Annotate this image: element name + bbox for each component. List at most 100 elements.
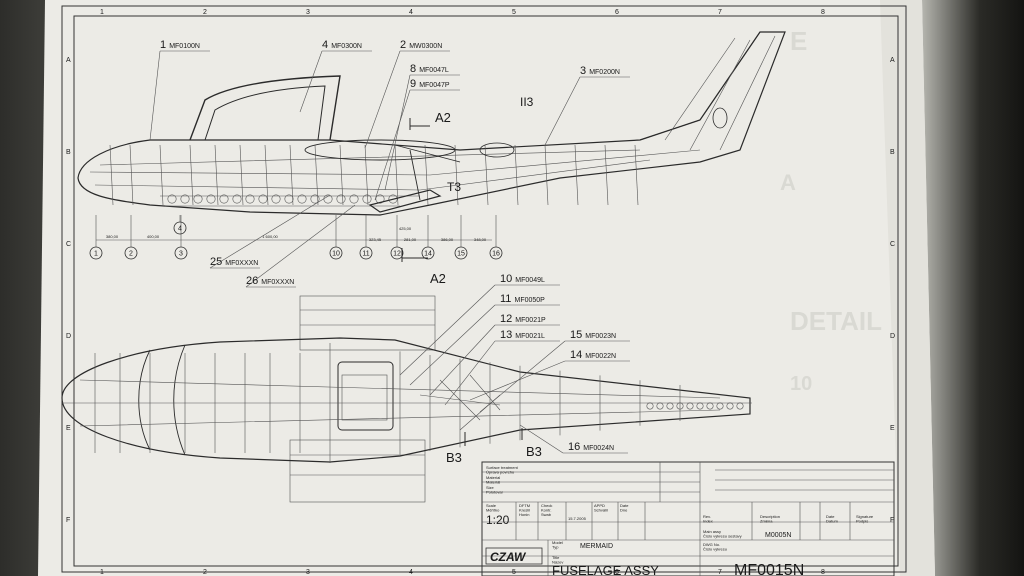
dimension-label: 1 600,00 bbox=[262, 234, 278, 239]
section-mark-t3: T3 bbox=[447, 180, 461, 194]
grid-row-right-F: F bbox=[890, 517, 894, 524]
grid-row-right-E: E bbox=[890, 425, 895, 432]
dimension-label: 425,00 bbox=[399, 226, 412, 231]
dimension-label: 348,00 bbox=[474, 237, 487, 242]
svg-text:10 MF0049L: 10 MF0049L bbox=[500, 273, 545, 285]
grid-col-5: 5 bbox=[512, 9, 516, 16]
callout-2: 2 MW0300N bbox=[400, 39, 442, 51]
callout-11: 11 MF0050P bbox=[500, 293, 545, 305]
section-mark-a2-top: A2 bbox=[435, 110, 451, 125]
grid-col-bottom-5: 5 bbox=[512, 569, 516, 576]
svg-text:13 MF0021L: 13 MF0021L bbox=[500, 329, 545, 341]
grid-row-B: B bbox=[66, 149, 71, 156]
svg-text:1: 1 bbox=[94, 251, 98, 258]
grid-col-8: 8 bbox=[821, 9, 825, 16]
top-view bbox=[61, 295, 752, 503]
svg-text:11: 11 bbox=[362, 251, 369, 258]
grid-col-6: 6 bbox=[615, 9, 619, 16]
callout-4: 4 MF0300N bbox=[322, 39, 362, 51]
dimension-label: 386,00 bbox=[441, 237, 454, 242]
svg-text:4 MF0300N: 4 MF0300N bbox=[322, 39, 362, 51]
section-markers: A2 A2 II3 T3 B3 B3 bbox=[401, 95, 542, 465]
svg-text:14 MF0022N: 14 MF0022N bbox=[570, 349, 616, 361]
section-mark-a2-bottom: A2 bbox=[430, 271, 446, 286]
svg-text:14: 14 bbox=[424, 251, 432, 258]
callout-26: 26 MF0XXXN bbox=[246, 275, 294, 287]
spar-lightening-holes bbox=[167, 194, 398, 204]
callout-14: 14 MF0022N bbox=[570, 349, 616, 361]
dimension-label: 323,45 bbox=[369, 237, 382, 242]
dwg-number: MF0015N bbox=[734, 562, 804, 576]
outer-border bbox=[61, 5, 907, 573]
section-mark-ii3: II3 bbox=[520, 95, 534, 109]
svg-text:4: 4 bbox=[178, 226, 182, 233]
paper-sheet bbox=[38, 0, 935, 576]
callout-12: 12 MF0021P bbox=[500, 313, 546, 325]
grid-row-F: F bbox=[66, 517, 70, 524]
dimension-label: 400,00 bbox=[147, 234, 160, 239]
svg-text:15: 15 bbox=[457, 251, 465, 258]
grid-col-1: 1 bbox=[100, 9, 104, 16]
callout-8: 8 MF0047L bbox=[410, 63, 449, 75]
grid-row-C: C bbox=[66, 241, 71, 248]
callout-10: 10 MF0049L bbox=[500, 273, 545, 285]
svg-text:12 MF0021P: 12 MF0021P bbox=[500, 313, 546, 325]
svg-text:2 MW0300N: 2 MW0300N bbox=[400, 39, 442, 51]
grid-col-bottom-8: 8 bbox=[821, 569, 825, 576]
svg-text:3: 3 bbox=[179, 251, 183, 258]
svg-text:16 MF0024N: 16 MF0024N bbox=[568, 441, 614, 453]
svg-text:DETAIL: DETAIL bbox=[790, 306, 882, 336]
part-callouts: 1 MF0100N 4 MF0300N 2 MW0300N 8 MF0047L 9 MF… bbox=[160, 39, 620, 453]
callout-1: 1 MF0100N bbox=[160, 39, 200, 51]
section-mark-b3-left: B3 bbox=[446, 450, 462, 465]
drawing-title: FUSELAGE ASSY bbox=[552, 563, 659, 576]
dimension-label: 281,00 bbox=[404, 237, 417, 242]
callout-3: 3 MF0200N bbox=[580, 65, 620, 77]
grid-col-4: 4 bbox=[409, 9, 413, 16]
grid-col-bottom-2: 2 bbox=[203, 569, 207, 576]
grid-row-A: A bbox=[66, 57, 71, 64]
main-assy-number: M0005N bbox=[765, 532, 791, 539]
inner-border bbox=[73, 15, 899, 567]
svg-text:12: 12 bbox=[393, 251, 401, 258]
dimension-labels: 380,00 400,00 1 600,00 323,45 281,00 425,00 38… bbox=[106, 226, 487, 242]
svg-text:3 MF0200N: 3 MF0200N bbox=[580, 65, 620, 77]
callout-15: 15 MF0023N bbox=[570, 329, 616, 341]
svg-text:8 MF0047L: 8 MF0047L bbox=[410, 63, 449, 75]
grid-col-7: 7 bbox=[718, 9, 722, 16]
callout-25: 25 MF0XXXN bbox=[210, 256, 258, 268]
grid-col-bottom-6: 6 bbox=[615, 569, 619, 576]
svg-text:10: 10 bbox=[790, 373, 812, 395]
svg-text:25 MF0XXXN: 25 MF0XXXN bbox=[210, 256, 258, 268]
svg-text:11 MF0050P: 11 MF0050P bbox=[500, 293, 545, 305]
czaw-logo: CZAW bbox=[485, 547, 543, 565]
grid-row-right-D: D bbox=[890, 333, 895, 340]
svg-text:16: 16 bbox=[492, 251, 500, 258]
drawn-date: 15.7.2005 bbox=[568, 516, 587, 521]
callout-9: 9 MF0047P bbox=[410, 78, 450, 90]
dwg-no-label: DWG No.Číslo výkresu bbox=[703, 542, 727, 551]
scale-value: 1:20 bbox=[486, 513, 510, 527]
grid-col-2: 2 bbox=[203, 9, 207, 16]
dimension-label: 380,00 bbox=[106, 234, 119, 239]
grid-col-3: 3 bbox=[306, 9, 310, 16]
svg-text:15 MF0023N: 15 MF0023N bbox=[570, 329, 616, 341]
callout-13: 13 MF0021L bbox=[500, 329, 545, 341]
